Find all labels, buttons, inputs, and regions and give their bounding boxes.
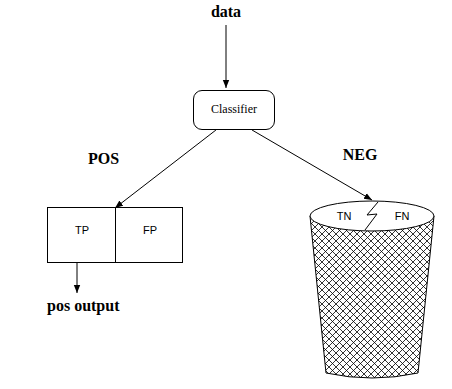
positive-box: TP FP: [47, 207, 183, 263]
edge-label: NEG: [341, 146, 380, 164]
lightning-divider: [365, 202, 378, 230]
cell-label: TP: [75, 224, 89, 236]
bin-rim: [310, 201, 434, 231]
cell-divider: [115, 208, 116, 262]
edge-arrow: [252, 130, 372, 200]
bin-drawing: [308, 199, 436, 381]
cell-label: FP: [143, 224, 157, 236]
edge-arrow: [115, 130, 216, 208]
cell-label: TN: [337, 210, 352, 222]
box-label: Classifier: [211, 103, 257, 116]
classifier-box: Classifier: [193, 90, 275, 130]
output-label: pos output: [47, 297, 119, 315]
cell-label: FN: [395, 210, 410, 222]
input-arrow: [226, 25, 227, 88]
trash-bin: TN FN: [308, 199, 436, 381]
bin-body: [310, 216, 434, 378]
edge-label: POS: [86, 150, 121, 168]
input-label: data: [211, 3, 241, 21]
output-arrow: [77, 263, 78, 293]
